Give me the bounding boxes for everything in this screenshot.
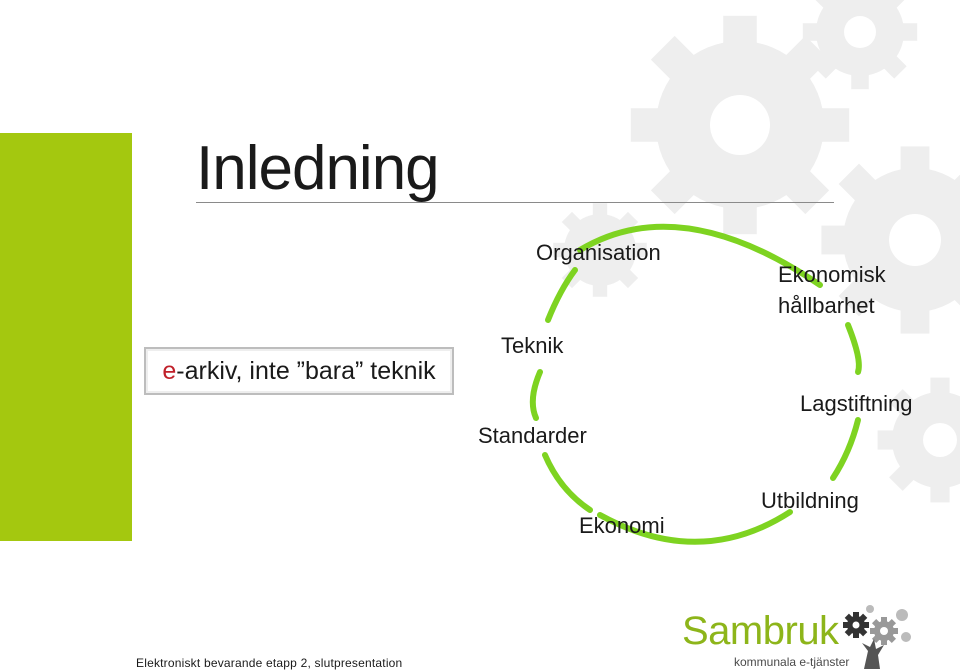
logo-gears-tree-icon	[843, 605, 911, 669]
ring-arc-top	[577, 223, 823, 288]
label-teknik: Teknik	[501, 333, 564, 358]
tag-text: -arkiv, inte ”bara” teknik	[176, 356, 436, 385]
ring-arc-left-upper	[529, 369, 543, 421]
title-underline	[196, 202, 834, 203]
label-standarder: Standarder	[478, 423, 587, 448]
e-arkiv-tag-box: e-arkiv, inte ”bara” teknik	[144, 347, 454, 395]
logo-wordmark: Sambruk	[682, 609, 839, 653]
logo-subtitle: kommunala e-tjänster	[734, 655, 850, 669]
sambruk-logo: Sambruk kommunala e-tjänster	[682, 603, 914, 671]
ring-arc-right-lower	[830, 417, 861, 481]
label-hallbarhet: hållbarhet	[778, 293, 875, 318]
green-side-bar	[0, 133, 132, 541]
label-organisation: Organisation	[536, 240, 661, 265]
ring-arc-bottom	[597, 509, 793, 545]
ring-arc-left-lower	[542, 452, 593, 513]
ring-arc-right-upper	[845, 322, 862, 375]
label-utbildning: Utbildning	[761, 488, 859, 513]
slide-title: Inledning	[196, 134, 440, 203]
label-ekonomisk: Ekonomisk	[778, 262, 886, 287]
label-lagstiftning: Lagstiftning	[800, 391, 913, 416]
tag-accent-letter: e	[162, 356, 177, 385]
label-ekonomi: Ekonomi	[579, 513, 665, 538]
footer-text: Elektroniskt bevarande etapp 2, slutpres…	[136, 656, 403, 670]
ring-arc-upper-left	[545, 267, 578, 323]
